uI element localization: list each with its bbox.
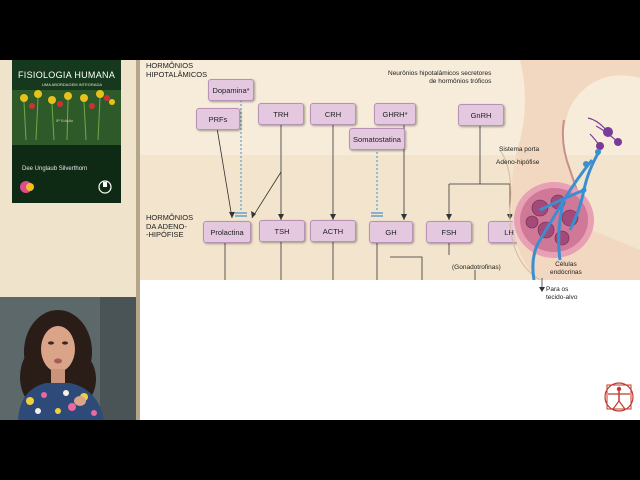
video-frame: FISIOLOGIA HUMANA UMA ABORDAGEM INTEGRAD… [0,60,640,420]
panel-divider [136,60,140,420]
hormone-trh[interactable]: TRH [258,103,304,125]
prfs-arrow [216,127,233,219]
vitruvian-logo-icon [604,382,634,412]
hormone-diagram: HORMÔNIOS HIPOTALÂMICOS HORMÔNIOS DA ADE… [140,60,640,280]
hormone-crh[interactable]: CRH [310,103,356,125]
hormone-acth[interactable]: ACTH [310,220,356,242]
blank-area [140,280,640,420]
trh-prolactina-arrow [251,171,282,219]
connector-lines [216,100,513,280]
hormone-ghrh[interactable]: GHRH* [374,103,416,125]
label-neurons: Neurônios hipotalâmicos secretores de ho… [388,70,492,85]
hormone-gnrh[interactable]: GnRH [458,104,504,126]
presenter-webcam [0,297,136,420]
label-target-tissue: Para os tecido-alvo [546,286,578,301]
book-subtitle: UMA ABORDAGEM INTEGRADA [42,82,103,87]
section-label-hypothalamic: HORMÔNIOS HIPOTALÂMICOS [146,61,208,79]
hormone-prolactina[interactable]: Prolactina [203,221,251,243]
presenter-image [0,297,136,420]
book-author: Dee Unglaub Silverthorn [22,166,88,172]
hormone-tsh[interactable]: TSH [259,220,305,242]
label-endocrine-cells: Células endócrinas [550,261,582,276]
book-title: FISIOLOGIA HUMANA [18,70,116,80]
book-cover: FISIOLOGIA HUMANA UMA ABORDAGEM INTEGRAD… [12,60,121,203]
pituitary-illustration [500,60,640,280]
target-arrow-icon [539,278,545,292]
sidebar: FISIOLOGIA HUMANA UMA ABORDAGEM INTEGRAD… [0,60,138,420]
book-edition: 5ª Edição [56,118,74,123]
hormone-dopamina[interactable]: Dopamina* [208,79,254,101]
section-label-adeno: HORMÔNIOS DA ADENO- -HIPÓFISE [146,213,194,239]
hormone-prfs[interactable]: PRFs [196,108,240,130]
label-portal-system: Sistema porta [499,146,540,153]
hormone-gh[interactable]: GH [369,221,413,243]
book-cover-art [12,60,121,203]
hormone-somatostatina[interactable]: Somatostatina [349,128,405,150]
gonadotrofinas-label: (Gonadotrofinas) [452,264,501,271]
hormone-fsh[interactable]: FSH [426,221,472,243]
label-adeno-hipofise: Adeno-hipófise [496,159,540,166]
